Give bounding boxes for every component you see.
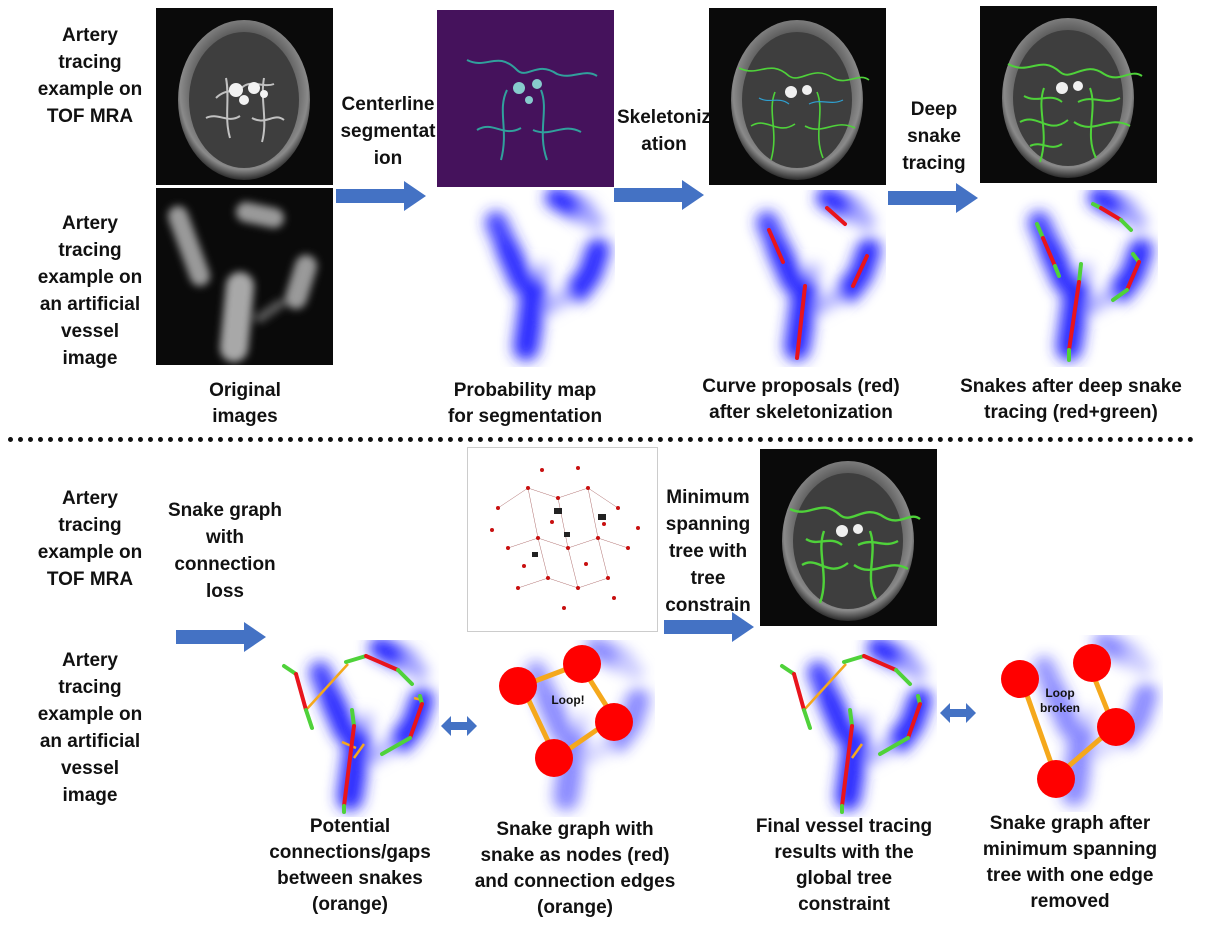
double-arrow-left bbox=[441, 716, 477, 736]
caption-final-tracing: Final vessel tracing results with the gl… bbox=[755, 816, 933, 915]
arrow-centerline bbox=[336, 181, 426, 211]
row-label-artificial-bottom: Artery tracing example on an artificial … bbox=[37, 650, 143, 806]
artificial-final-tracing bbox=[760, 640, 937, 817]
caption-potential-connections: Potential connections/gaps between snake… bbox=[269, 816, 431, 915]
double-arrow-right bbox=[940, 703, 976, 723]
loop-annotation: Loop! bbox=[551, 693, 584, 707]
tof-mra-original-image bbox=[156, 8, 333, 185]
artificial-curve-proposals bbox=[709, 190, 886, 367]
caption-snakes-deep-tracing: Snakes after deep snake tracing (red+gre… bbox=[960, 376, 1182, 423]
tof-skeleton-image bbox=[709, 8, 886, 185]
step-label-snake-graph: Snake graph with connection loss bbox=[167, 500, 283, 602]
tof-final-tracing-image bbox=[760, 449, 937, 626]
tof-snake-graph-scatter bbox=[467, 447, 658, 632]
caption-probability-map: Probability map for segmentation bbox=[447, 380, 603, 427]
artificial-deep-snakes bbox=[981, 190, 1158, 367]
caption-snake-graph-nodes: Snake graph with snake as nodes (red) an… bbox=[474, 819, 676, 918]
step-label-deep-snake: Deep snake tracing bbox=[902, 99, 966, 174]
caption-after-mst: Snake graph after minimum spanning tree … bbox=[982, 813, 1158, 912]
caption-original-images: Original images bbox=[209, 380, 281, 427]
row-label-tof-top: Artery tracing example on TOF MRA bbox=[37, 25, 143, 127]
tof-probability-map bbox=[437, 10, 614, 187]
step-label-skeletonization: Skeletoniz ation bbox=[617, 107, 711, 155]
caption-curve-proposals: Curve proposals (red) after skeletonizat… bbox=[702, 376, 900, 423]
artificial-potential-connections bbox=[262, 640, 439, 817]
arrow-snake-graph bbox=[176, 622, 266, 652]
artificial-probability-map bbox=[438, 190, 615, 367]
artificial-snake-graph-loop: Loop! bbox=[478, 640, 655, 817]
tof-deep-snake-image bbox=[980, 6, 1157, 183]
arrow-mst bbox=[664, 612, 754, 642]
arrow-deep-snake bbox=[888, 183, 978, 213]
section-divider bbox=[8, 437, 1194, 442]
artificial-original-image bbox=[156, 188, 333, 365]
arrow-skeletonization bbox=[614, 180, 704, 210]
row-label-artificial-top: Artery tracing example on an artificial … bbox=[37, 213, 143, 369]
row-label-tof-bottom: Artery tracing example on TOF MRA bbox=[37, 488, 143, 590]
step-label-mst: Minimum spanning tree with tree constrai… bbox=[665, 487, 751, 616]
step-label-centerline: Centerline segmentat ion bbox=[340, 94, 436, 169]
